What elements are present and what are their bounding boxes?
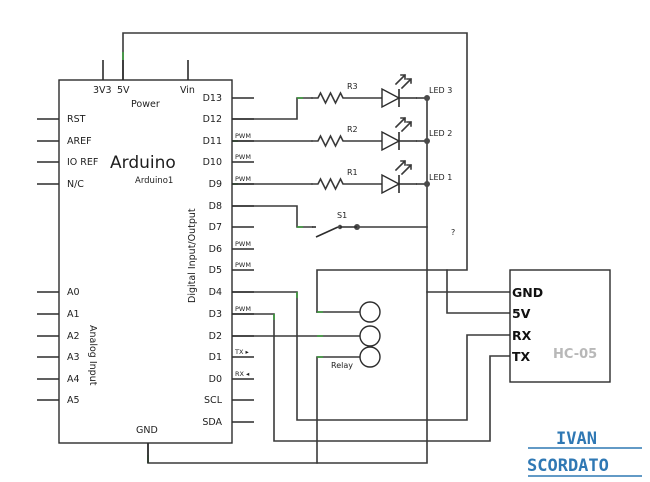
pin-tag-d9-pwm: PWM xyxy=(235,175,251,183)
pin-label-d8: D8 xyxy=(209,201,222,212)
resistor-r3 xyxy=(311,91,383,105)
hc05-pin-rx: RX xyxy=(512,328,532,343)
resistor-label-r1: R1 xyxy=(347,168,358,177)
arduino-name: Arduino xyxy=(110,153,176,173)
arduino-block: 3V3 5V Vin Power GND Arduino Arduino1 Di… xyxy=(37,60,254,463)
resistor-r2 xyxy=(311,134,383,148)
junction-dots xyxy=(424,95,430,187)
switch-label-s1: S1 xyxy=(337,211,347,220)
relay-coil-2 xyxy=(359,325,381,347)
pin-tag-d11-pwm: PWM xyxy=(235,132,251,140)
pin-label-a1: A1 xyxy=(67,309,80,320)
pin-label-d1: D1 xyxy=(209,352,222,363)
pin-label-a2: A2 xyxy=(67,331,80,342)
resistor-label-r2: R2 xyxy=(347,125,358,134)
pin-label-a0: A0 xyxy=(67,287,80,298)
resistors: R3 R2 R1 xyxy=(311,82,383,191)
led-3: LED 3 xyxy=(381,73,452,109)
led-label-2: LED 2 xyxy=(429,129,452,138)
hc05-name: HC-05 xyxy=(553,347,597,362)
wire-hc-5v xyxy=(446,269,511,314)
led-1-ray-2 xyxy=(400,163,413,176)
pin-label-a3: A3 xyxy=(67,352,80,363)
relay-coil-3 xyxy=(359,346,381,368)
pin-label-d13: D13 xyxy=(203,93,222,104)
pin-label-d9: D9 xyxy=(209,179,222,190)
pin-label-d0: D0 xyxy=(209,374,222,385)
hc05-outline xyxy=(509,269,611,383)
pin-tag-d1-tx: TX ▸ xyxy=(234,348,249,356)
wire-5v-rail xyxy=(122,32,468,313)
pin-label-rst: RST xyxy=(67,114,86,125)
pin-label-d4: D4 xyxy=(209,287,222,298)
pin-label-d12: D12 xyxy=(203,114,222,125)
wire-d8 xyxy=(231,205,313,228)
pin-label-d7: D7 xyxy=(209,222,222,233)
hc05-module: GND 5V RX TX HC-05 xyxy=(509,269,611,383)
pin-label-5v: 5V xyxy=(117,85,130,96)
pin-tag-d10-pwm: PWM xyxy=(235,153,251,161)
relay: Relay xyxy=(331,301,381,370)
wire-relay-bottom xyxy=(316,356,361,464)
resistor-r1 xyxy=(311,177,383,191)
unknown-marker: ? xyxy=(451,228,455,237)
junction-led2 xyxy=(424,138,430,144)
pin-label-ioref: IO REF xyxy=(67,157,98,168)
pin-tag-d0-rx: RX ◂ xyxy=(235,370,250,378)
leds: LED 3 LED 2 LED 1 xyxy=(381,73,452,195)
hc05-pin-gnd: GND xyxy=(512,285,543,300)
pin-tag-d5-pwm: PWM xyxy=(235,261,251,269)
relay-label: Relay xyxy=(331,361,353,370)
led-2-triangle xyxy=(381,130,401,152)
digital-group-label: Digital Input/Output xyxy=(187,208,198,303)
led-3-triangle xyxy=(381,87,401,109)
pin-tag-d6-pwm: PWM xyxy=(235,240,251,248)
pin-label-a4: A4 xyxy=(67,374,80,385)
pin-label-d11: D11 xyxy=(203,136,222,147)
relay-coil-1 xyxy=(359,301,381,323)
led-label-1: LED 1 xyxy=(429,173,452,182)
arduino-ref: Arduino1 xyxy=(135,176,173,186)
led-2-ray-2 xyxy=(400,120,413,133)
pin-label-scl: SCL xyxy=(204,395,223,406)
pin-label-nc: N/C xyxy=(67,179,84,190)
pin-label-gnd: GND xyxy=(136,425,158,436)
pin-label-d10: D10 xyxy=(203,157,222,168)
analog-group-label: Analog Input xyxy=(87,325,98,386)
pin-label-d3: D3 xyxy=(209,309,222,320)
pin-label-a5: A5 xyxy=(67,395,80,406)
resistor-label-r3: R3 xyxy=(347,82,358,91)
led-label-3: LED 3 xyxy=(429,86,452,95)
power-group-label: Power xyxy=(131,99,160,110)
logo-line-1: IVAN xyxy=(556,429,597,449)
junction-led1 xyxy=(424,181,430,187)
pin-label-d6: D6 xyxy=(209,244,222,255)
pin-tag-d3-pwm: PWM xyxy=(235,305,251,313)
led-1-ray-1 xyxy=(394,159,407,172)
led-3-ray-2 xyxy=(400,77,413,90)
wire-d3 xyxy=(231,313,511,442)
pin-label-aref: AREF xyxy=(67,136,92,147)
led-1-triangle xyxy=(381,173,401,195)
wire-d4 xyxy=(231,291,511,421)
led-2: LED 2 xyxy=(381,116,452,152)
led-1: LED 1 xyxy=(381,159,452,195)
pin-label-d2: D2 xyxy=(209,331,222,342)
logo-line-2: SCORDATO xyxy=(527,456,609,476)
wire-d12 xyxy=(231,97,313,120)
pin-label-d5: D5 xyxy=(209,265,222,276)
signature-logo: IVAN SCORDATO xyxy=(527,429,642,477)
switch-s1: S1 ? xyxy=(312,211,455,238)
pin-label-sda: SDA xyxy=(202,417,222,428)
hc05-pin-tx: TX xyxy=(512,349,531,364)
junction-led3 xyxy=(424,95,430,101)
hc05-pin-5v: 5V xyxy=(512,306,531,321)
led-3-ray-1 xyxy=(394,73,407,86)
arduino-outline xyxy=(58,79,233,444)
led-2-ray-1 xyxy=(394,116,407,129)
pin-label-3v3: 3V3 xyxy=(93,85,112,96)
switch-s1-lever xyxy=(315,226,339,238)
pin-label-vin: Vin xyxy=(180,85,195,96)
